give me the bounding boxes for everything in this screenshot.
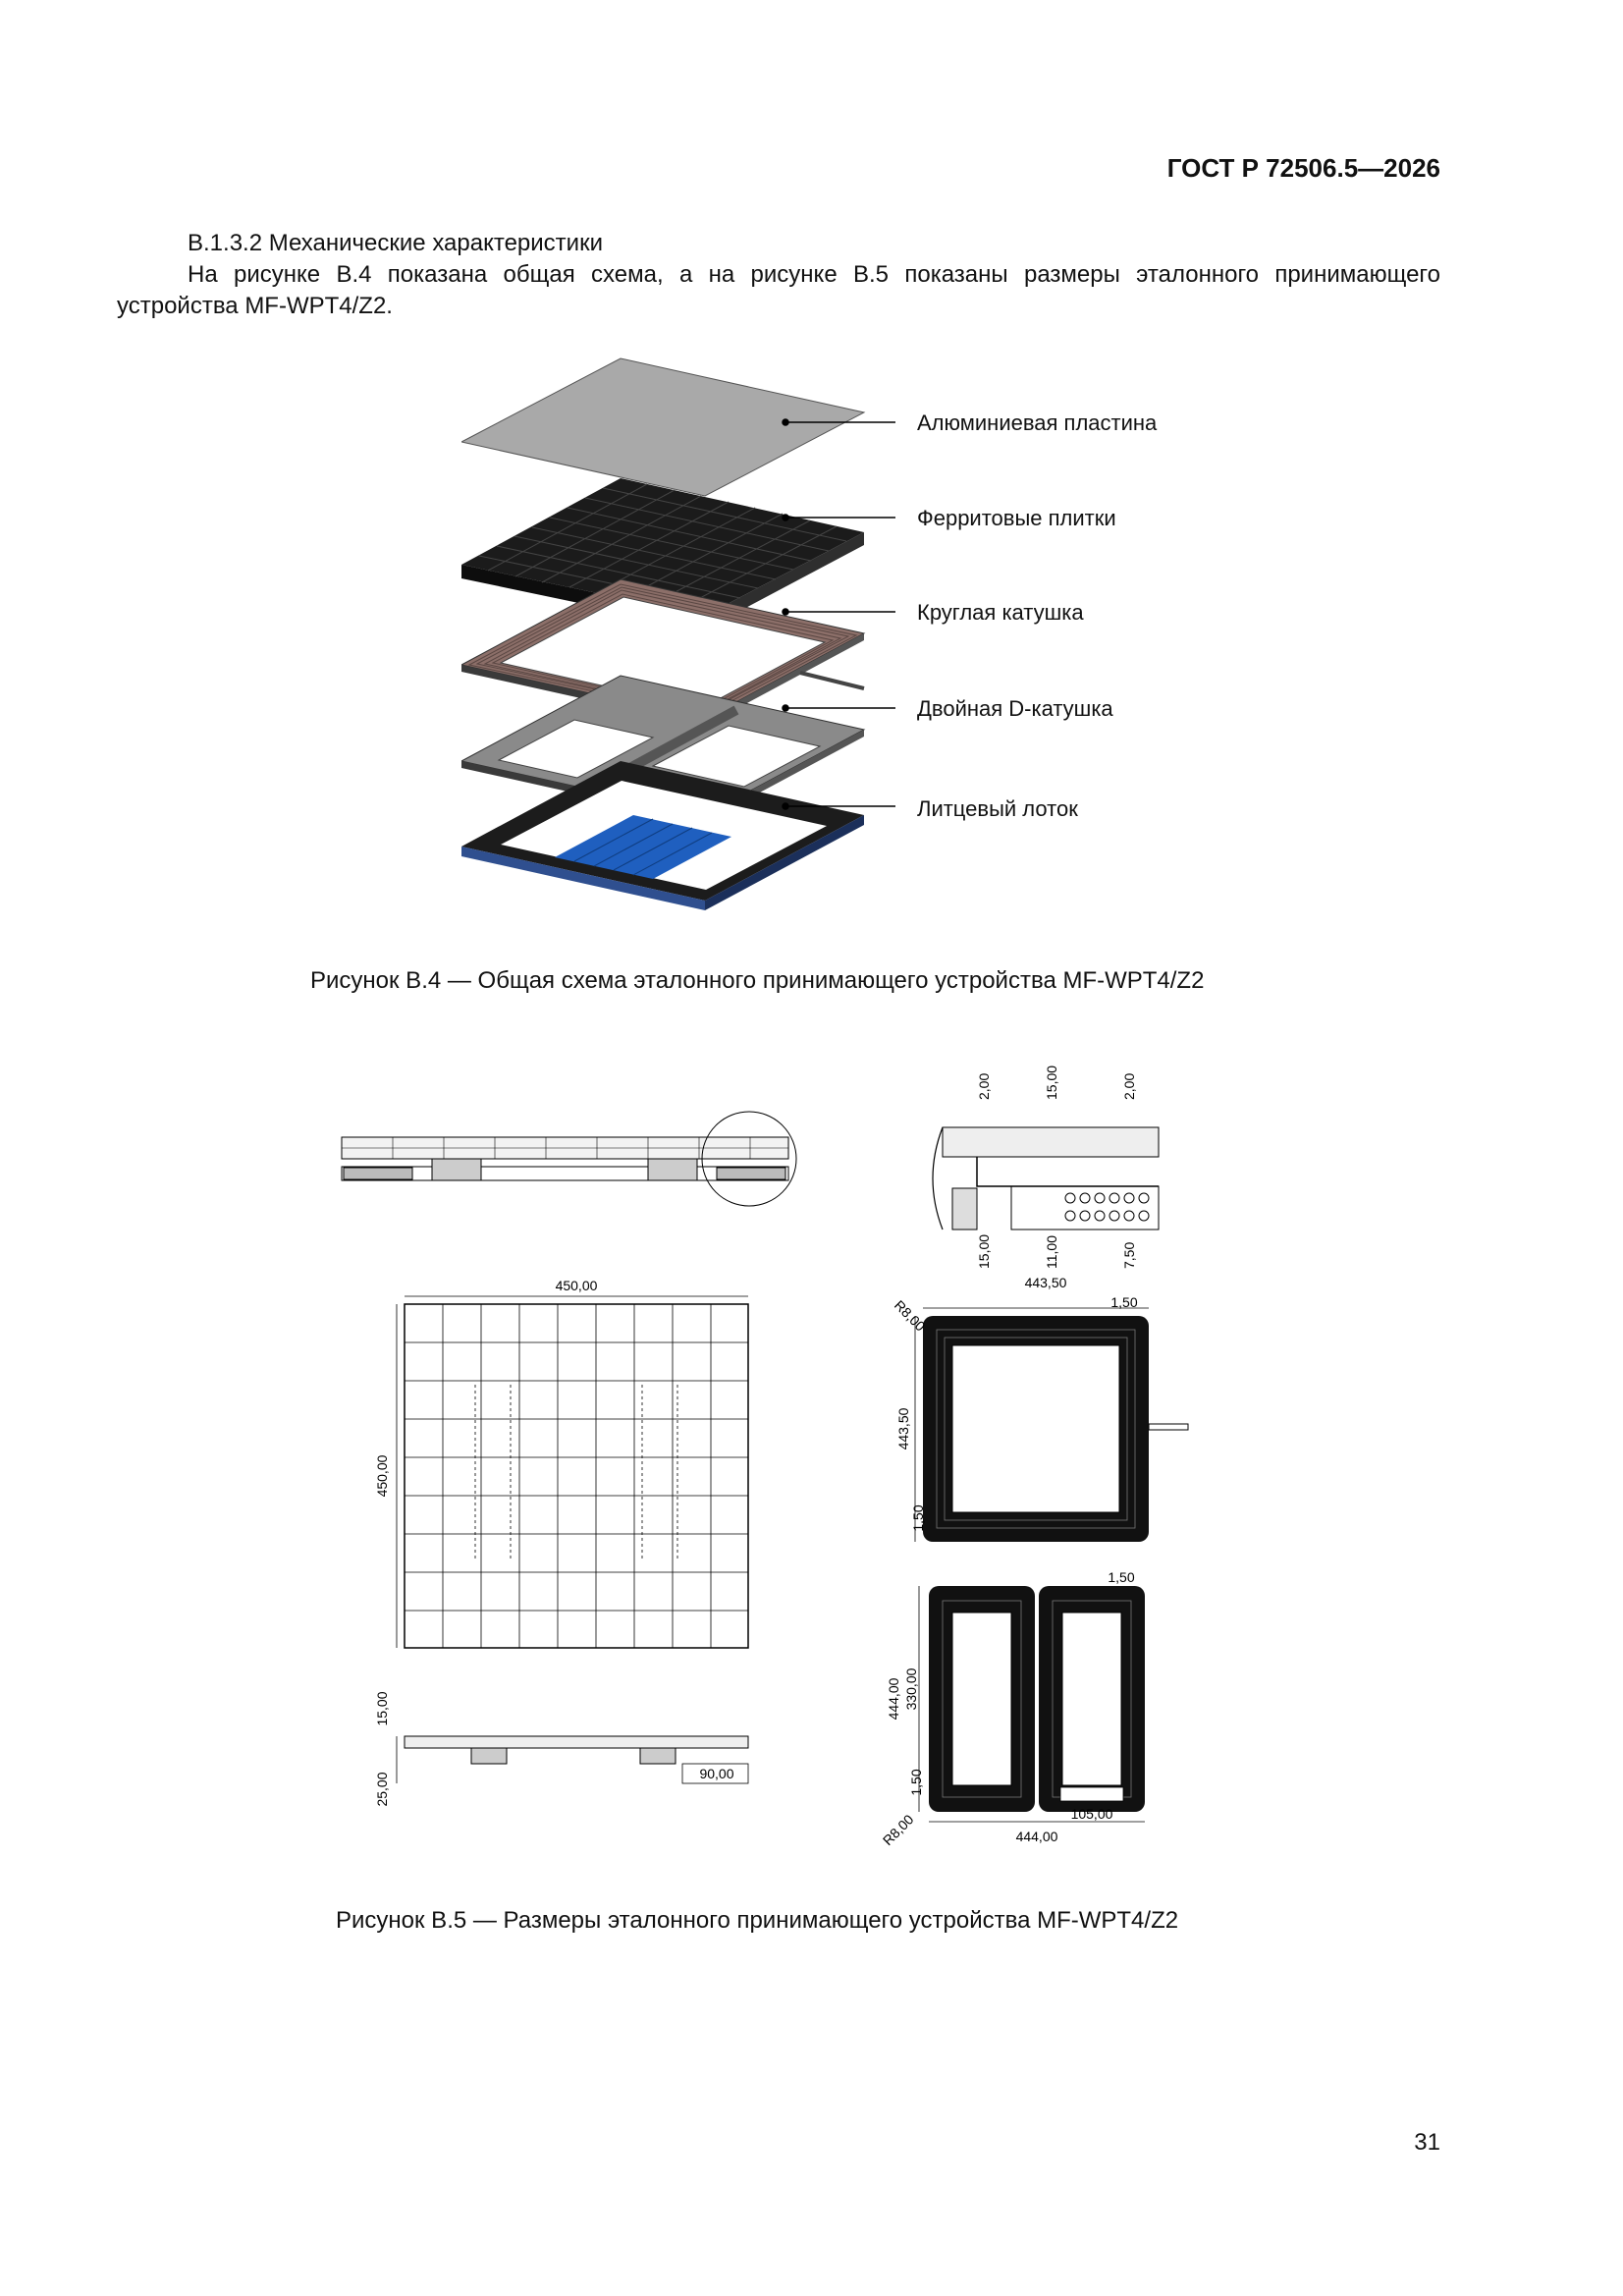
dim-dd-height: 444,00 xyxy=(886,1677,901,1720)
dim-dd-width: 444,00 xyxy=(1016,1829,1058,1844)
figure-b4-caption: Рисунок В.4 — Общая схема эталонного при… xyxy=(310,967,1205,994)
circular-coil xyxy=(461,578,866,726)
section-heading: В.1.3.2 Механические характеристики xyxy=(188,230,603,256)
dim-dd-gap-top: 1,50 xyxy=(1108,1569,1134,1585)
label-circular-coil: Круглая катушка xyxy=(917,600,1084,625)
circular-coil-plan xyxy=(914,1307,1189,1542)
dim-circular-height: 443,50 xyxy=(895,1407,911,1449)
dim-dd-inner-width: 105,00 xyxy=(1071,1806,1113,1822)
dim-circular-gap-left: 1,50 xyxy=(910,1504,926,1531)
dim-detail-top-1: 2,00 xyxy=(976,1073,992,1100)
section-text: На рисунке В.4 показана общая схема, а н… xyxy=(117,261,1440,319)
label-ferrite-tiles: Ферритовые плитки xyxy=(917,506,1116,530)
figure-b5-caption: Рисунок В.5 — Размеры эталонного принима… xyxy=(336,1907,1179,1934)
litz-tray xyxy=(461,761,864,910)
dim-detail-bottom-1: 15,00 xyxy=(976,1234,992,1269)
dim-detail-bottom-2: 11,00 xyxy=(1044,1235,1059,1269)
dim-ferrite-bottom: 90,00 xyxy=(699,1766,733,1781)
dim-dd-radius: R8,00 xyxy=(880,1811,917,1848)
dim-detail-bottom-3: 7,50 xyxy=(1121,1242,1137,1269)
side-section-view xyxy=(341,1111,797,1207)
dim-ferrite-side-a: 15,00 xyxy=(374,1691,390,1725)
dim-dd-gap-left: 1,50 xyxy=(908,1769,924,1795)
page-number: 31 xyxy=(1414,2129,1440,2156)
dim-ferrite-width: 450,00 xyxy=(556,1278,598,1293)
label-double-d-coil: Двойная D-катушка xyxy=(917,696,1113,721)
document-code: ГОСТ Р 72506.5—2026 xyxy=(1166,153,1440,183)
dim-circular-gap-top: 1,50 xyxy=(1110,1294,1137,1310)
label-litz-tray: Литцевый лоток xyxy=(917,796,1078,821)
dim-detail-top-2: 15,00 xyxy=(1044,1066,1059,1100)
aluminium-plate xyxy=(461,357,866,497)
dim-detail-top-3: 2,00 xyxy=(1121,1073,1137,1100)
figure-b5-drawing: 2,00 15,00 2,00 15,00 11,00 7,50 450,00 … xyxy=(341,1066,1189,1848)
dim-ferrite-height: 450,00 xyxy=(374,1454,390,1497)
dim-dd-inner: 330,00 xyxy=(903,1667,919,1710)
dim-ferrite-side-b: 25,00 xyxy=(374,1772,390,1806)
detail-view xyxy=(932,1126,1160,1230)
figure-b4-exploded-view xyxy=(461,357,895,910)
label-aluminium-plate: Алюминиевая пластина xyxy=(917,410,1158,435)
ferrite-grid-plan xyxy=(396,1295,749,1649)
ferrite-side-view xyxy=(396,1735,749,1784)
dd-coil-plan xyxy=(918,1586,1145,1823)
dim-circular-width: 443,50 xyxy=(1025,1275,1067,1290)
